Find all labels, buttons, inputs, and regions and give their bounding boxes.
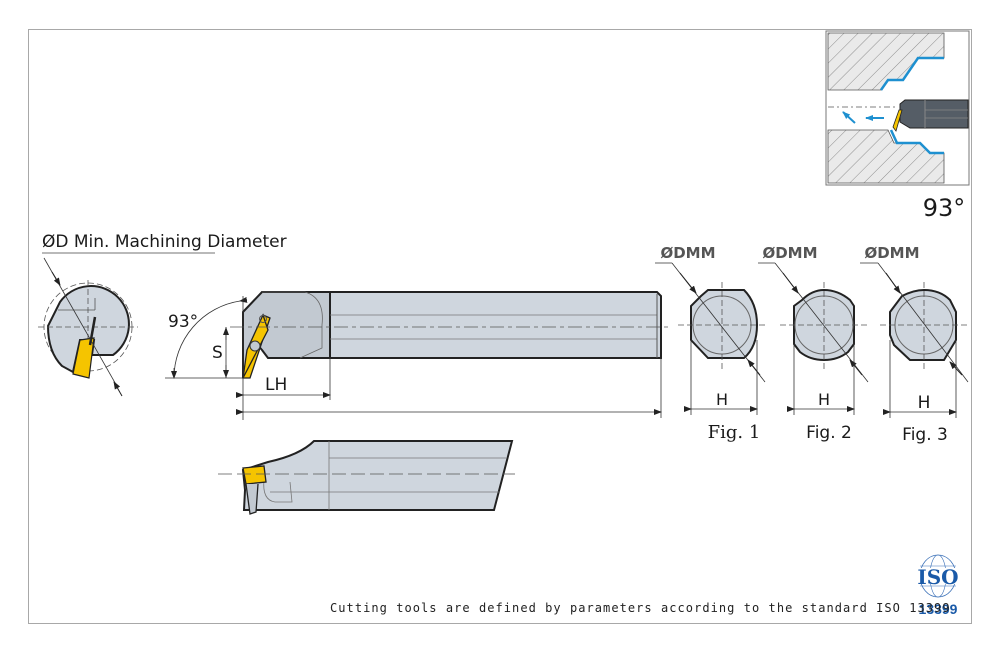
tool-shank	[329, 291, 662, 359]
inset-angle-label: 93°	[923, 194, 966, 222]
drawing-frame	[28, 29, 972, 624]
inset-cutting-diagram: 93°	[825, 30, 970, 222]
fig-2-section: ØDMM H Fig. 2	[758, 244, 870, 443]
iso-13399-logo: ISO 13399	[915, 554, 961, 617]
inset-insert	[892, 109, 903, 132]
cut-path-lower	[889, 129, 944, 155]
fig-1-caption: Fig. 1	[708, 422, 761, 443]
fig-3-section: ØDMM H Fig. 3	[860, 244, 970, 445]
fig-3-caption: Fig. 3	[902, 425, 948, 445]
iso-text: ISO	[917, 565, 958, 589]
cut-path-upper	[879, 56, 944, 91]
boring-bar-top-view	[218, 440, 515, 515]
end-view-insert	[72, 337, 95, 379]
feed-arrow-diagonal	[842, 111, 856, 124]
top-view-insert	[242, 465, 267, 485]
fig-1-dmm-label: ØDMM	[660, 244, 715, 262]
end-view-min-diameter	[38, 257, 138, 397]
fig-3-h-label: H	[918, 393, 931, 413]
min-machining-diameter-label: ØD Min. Machining Diameter	[42, 232, 287, 252]
dimension-lh-label: LH	[265, 375, 287, 395]
fig-1-h-label: H	[716, 390, 728, 409]
fig-2-caption: Fig. 2	[806, 423, 852, 443]
fig-3-dmm-label: ØDMM	[864, 244, 919, 262]
iso-number: 13399	[919, 601, 958, 617]
insert-screw-icon	[249, 340, 261, 352]
footer-note: Cutting tools are defined by parameters …	[330, 601, 951, 615]
fig-2-dmm-label: ØDMM	[762, 244, 817, 262]
boring-bar-side-view: 93° S LH	[165, 291, 672, 420]
fig-1-section: ØDMM H Fig. 1	[655, 244, 768, 443]
fig-2-h-label: H	[818, 390, 830, 409]
approach-angle-label: 93°	[168, 312, 198, 332]
inset-tool-body	[899, 99, 969, 129]
dimension-s-label: S	[212, 343, 223, 363]
